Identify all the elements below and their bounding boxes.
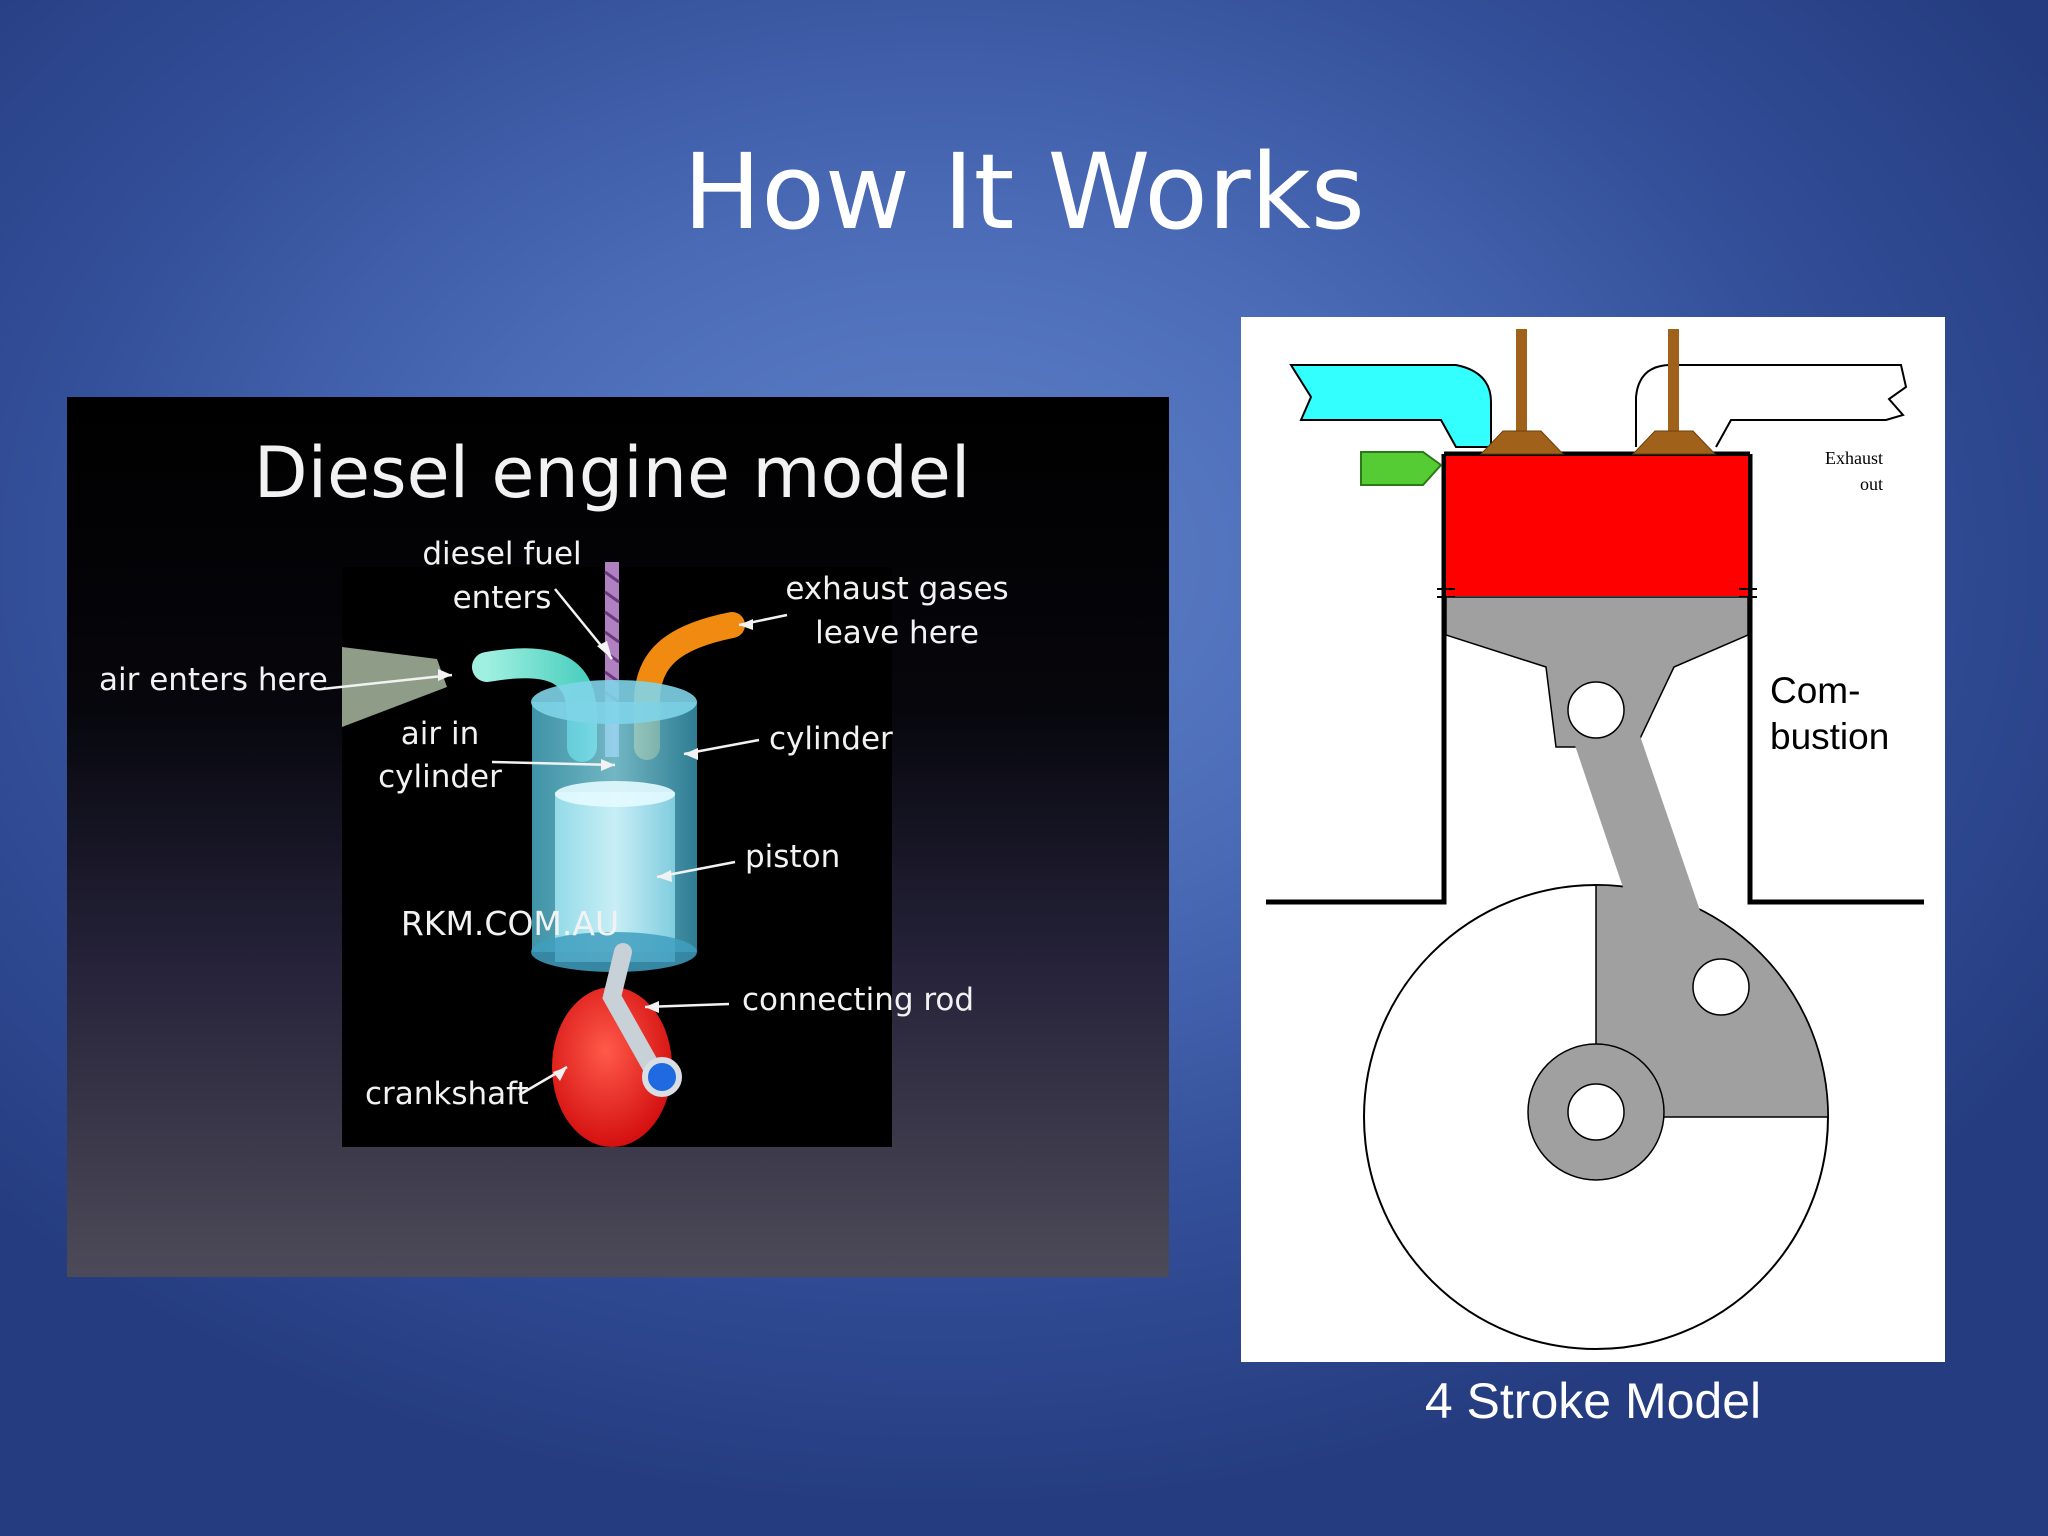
stage-label-2: bustion xyxy=(1770,716,1889,757)
crank-shaft-center xyxy=(1567,1083,1625,1141)
label-air-in-cylinder: cylinder xyxy=(378,759,502,795)
air-intake-funnel xyxy=(342,647,447,727)
connecting-rod xyxy=(1563,695,1741,1050)
rkm-watermark: RKM.COM.AU xyxy=(401,904,619,943)
diesel-model-title: Diesel engine model xyxy=(254,432,971,514)
label-piston: piston xyxy=(745,839,840,875)
label-exhaust: Exhaust xyxy=(1825,448,1883,468)
piston-top xyxy=(555,781,675,807)
label-connecting-rod: connecting rod xyxy=(742,982,974,1018)
slide-title: How It Works xyxy=(683,131,1365,253)
crank-pin xyxy=(1692,958,1750,1016)
label-exhaust-out: out xyxy=(1860,474,1883,494)
figure-caption: 4 Stroke Model xyxy=(1424,1373,1762,1429)
label-exhaust-gases: exhaust gases xyxy=(785,571,1008,607)
crank-pin xyxy=(642,1057,682,1097)
label-air-in: air in xyxy=(401,716,479,752)
cylinder-top xyxy=(531,680,697,724)
intake-valve xyxy=(1479,329,1565,455)
label-cylinder: cylinder xyxy=(769,721,893,757)
crankshaft xyxy=(552,987,672,1147)
four-stroke-diagram: Exhaust out Com- bustion xyxy=(1241,317,1945,1362)
connecting-rod xyxy=(602,943,666,1086)
leader-arrowheads xyxy=(438,619,753,1081)
intake-manifold xyxy=(1289,364,1492,448)
label-air-enters: air enters here xyxy=(99,662,328,698)
stage-label-1: Com- xyxy=(1770,670,1860,711)
exhaust-valve xyxy=(1631,329,1717,455)
wrist-pin xyxy=(1567,681,1625,739)
label-diesel-fuel-enters: enters xyxy=(453,580,552,616)
label-diesel-fuel: diesel fuel xyxy=(422,536,581,572)
spark-plug xyxy=(1360,451,1443,486)
exhaust-manifold xyxy=(1635,364,1908,448)
label-exhaust-leave: leave here xyxy=(815,615,979,651)
cylinder-wall-left xyxy=(1266,454,1447,905)
fuel-injector-thread xyxy=(604,570,620,704)
label-crankshaft: crankshaft xyxy=(365,1076,529,1112)
cylinder-wall-right xyxy=(1747,454,1924,905)
diesel-engine-diagram: Diesel engine model RKM.COM.AU d xyxy=(67,397,1169,1277)
combustion-chamber xyxy=(1446,456,1748,596)
